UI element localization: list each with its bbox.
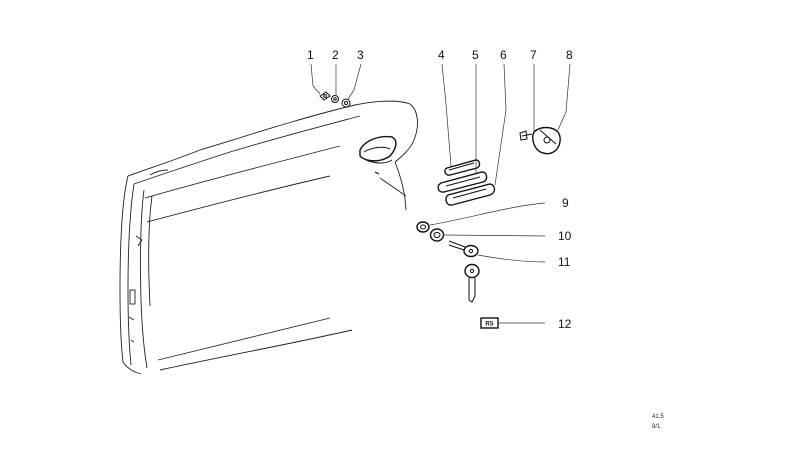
callout-12: 12 (558, 317, 572, 331)
callout-4: 4 (438, 48, 445, 62)
part-2-washer (331, 95, 339, 103)
reference-code: 41.5 8/1 (652, 414, 664, 430)
part-7-screw (519, 130, 533, 141)
part-5-trim (437, 171, 488, 193)
callout-2: 2 (332, 48, 339, 62)
callout-11: 11 (558, 255, 571, 269)
part-8-lock-bracket (531, 126, 561, 155)
callout-1: 1 (307, 48, 314, 62)
callout-8: 8 (566, 48, 573, 62)
callout-3: 3 (357, 48, 364, 62)
door-panel (119, 100, 418, 375)
part-3-nut (341, 98, 351, 108)
part-6-handle-plate (445, 183, 496, 206)
part-1-screw (319, 91, 331, 101)
callout-numbers: 1 2 3 4 5 6 7 8 9 10 11 12 (307, 48, 573, 331)
callout-7: 7 (530, 48, 537, 62)
part-12-rs-badge: RS (480, 317, 499, 329)
callout-5: 5 (472, 48, 479, 62)
part-10-lock-cylinder (429, 228, 445, 242)
ref-code-line-2: 8/1 (652, 424, 661, 430)
part-9-seal-ring (416, 221, 430, 233)
leader-lines (310, 63, 571, 324)
callout-9: 9 (562, 196, 569, 210)
part-11-keys (448, 240, 480, 303)
callout-6: 6 (500, 48, 507, 62)
part-4-gasket (444, 159, 481, 176)
door-handle-recess (359, 135, 397, 175)
badge-label: RS (485, 321, 493, 327)
callout-10: 10 (558, 229, 572, 243)
ref-code-line-1: 41.5 (652, 414, 664, 420)
